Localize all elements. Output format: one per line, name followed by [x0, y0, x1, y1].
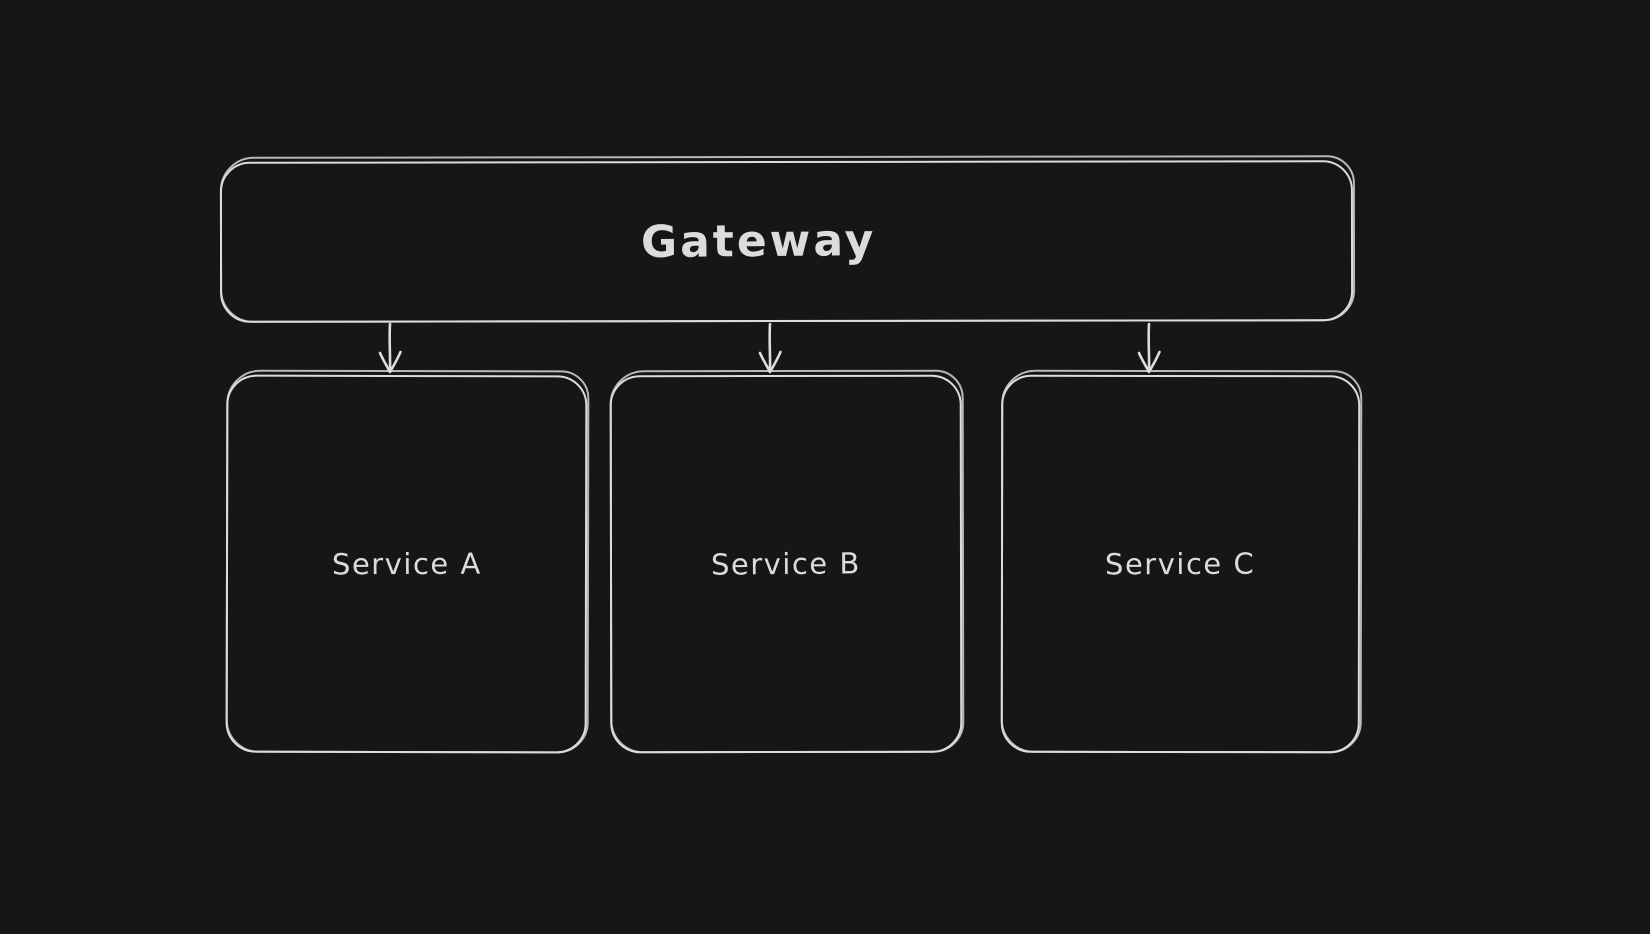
node-gateway[interactable]: Gateway [219, 160, 1354, 323]
edge-gateway-service-b[interactable] [758, 322, 782, 374]
edge-gateway-service-c[interactable] [1137, 322, 1161, 374]
node-service-b-label: Service B [710, 546, 862, 582]
edge-gateway-service-a[interactable] [378, 322, 402, 374]
node-gateway-label: Gateway [641, 215, 877, 269]
node-service-a[interactable]: Service A [225, 374, 588, 754]
node-service-a-label: Service A [331, 546, 482, 582]
node-service-c-label: Service C [1105, 546, 1256, 582]
node-service-c[interactable]: Service C [1000, 374, 1361, 754]
node-service-b[interactable]: Service B [609, 374, 963, 754]
